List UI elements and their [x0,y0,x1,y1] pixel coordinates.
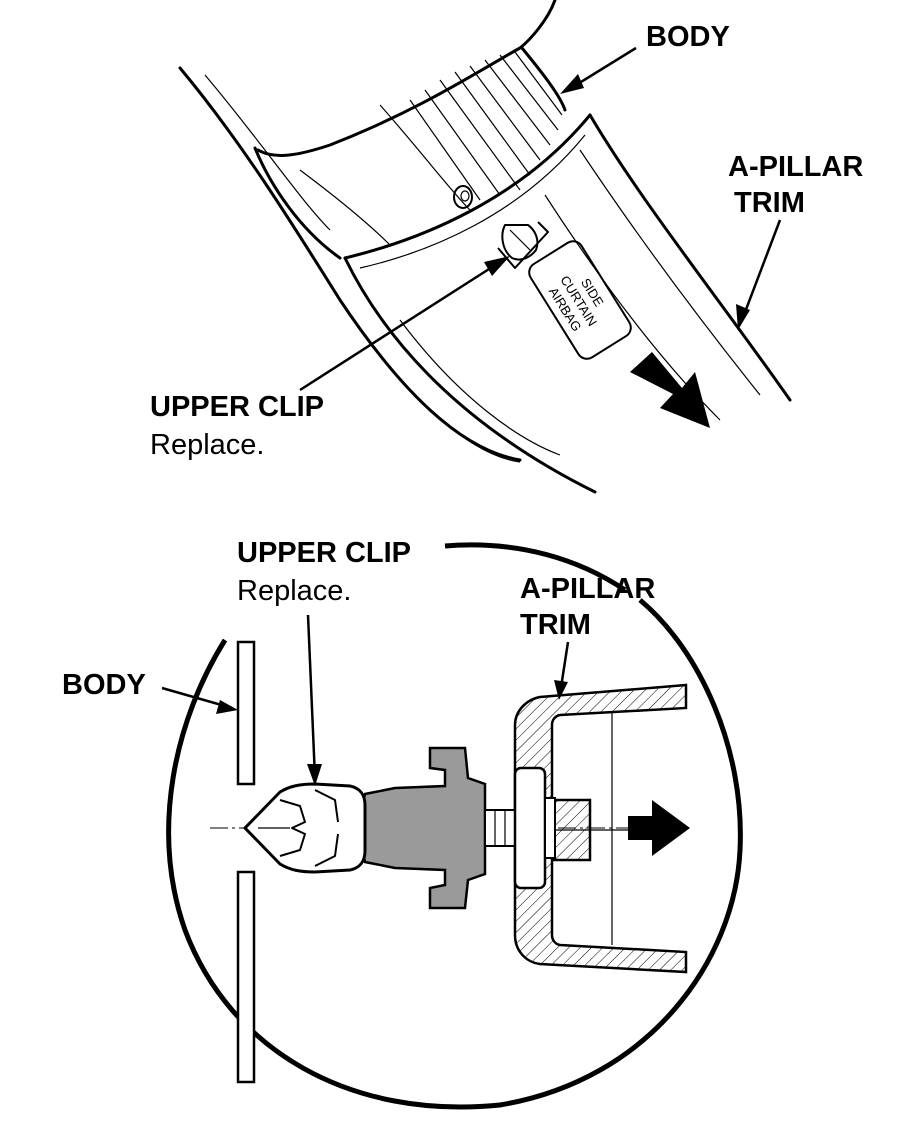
upper-clip-detail [242,746,556,910]
label-a-pillar-top-2: TRIM [734,187,805,219]
label-upper-clip-note-detail: Replace. [237,575,351,607]
top-view: SIDE CURTAIN AIRBAG BODY A-PILLAR TRI [150,0,863,494]
label-a-pillar-detail-1: A-PILLAR [520,573,655,605]
detail-circle [166,542,743,1110]
body-hatching [409,51,563,201]
label-a-pillar-top-1: A-PILLAR [728,151,863,183]
label-body-detail: BODY [62,669,146,701]
label-upper-clip-detail: UPPER CLIP [237,537,411,569]
top-leaders [299,46,782,392]
detail-view: UPPER CLIP Replace. A-PILLAR TRIM BODY [62,537,743,1110]
detail-body-panel [236,640,256,1084]
clip-hole [453,185,473,209]
removal-arrow-icon [630,352,710,428]
body-panel [178,0,567,463]
upper-clip-top [497,221,549,269]
a-pillar-trim: SIDE CURTAIN AIRBAG [343,113,792,494]
label-upper-clip-top: UPPER CLIP [150,391,324,423]
label-body-top: BODY [646,21,730,53]
label-a-pillar-detail-2: TRIM [520,609,591,641]
label-upper-clip-note-top: Replace. [150,429,264,461]
pull-arrow-icon [628,800,690,856]
detail-leaders [161,614,570,786]
